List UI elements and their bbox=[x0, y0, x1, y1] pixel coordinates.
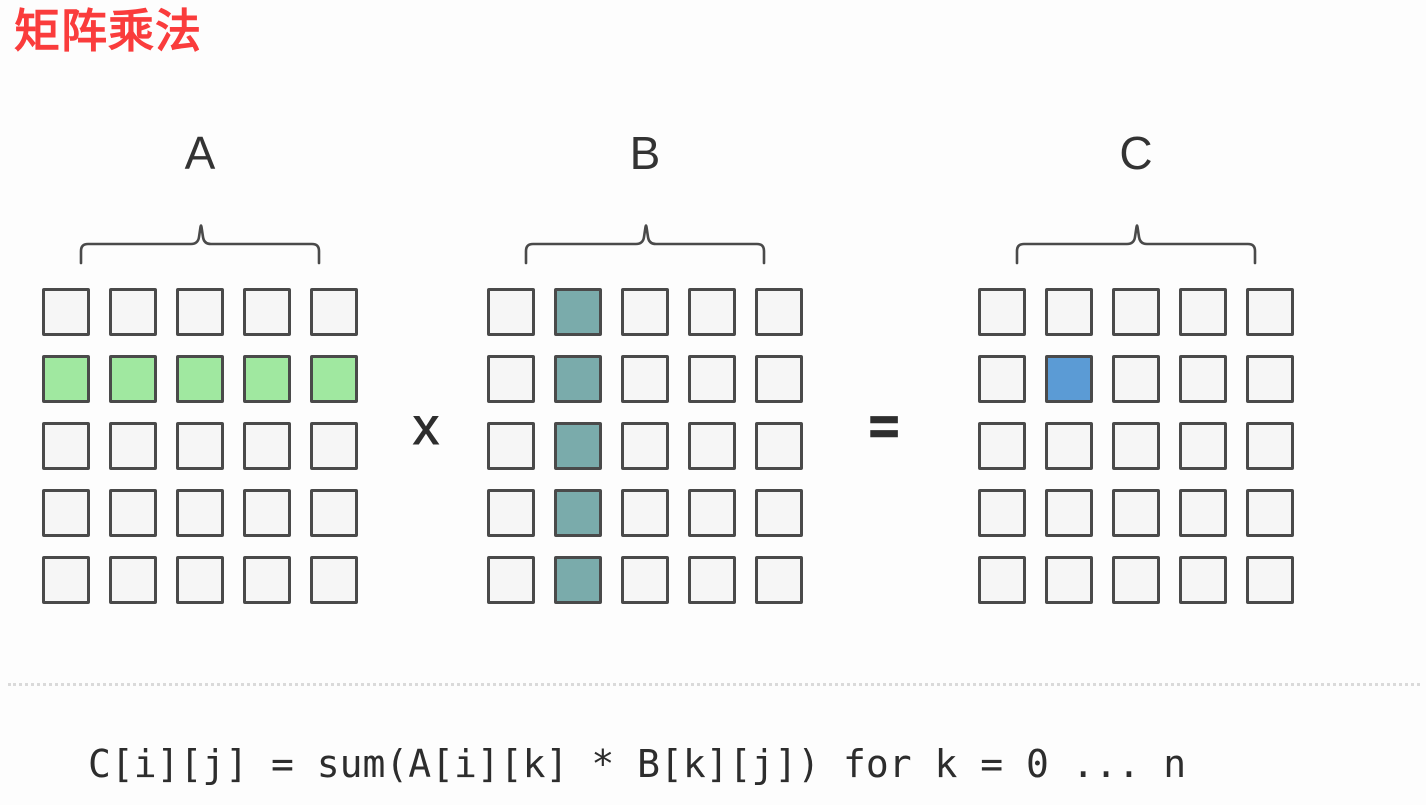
matrix-c-cell-r3c4 bbox=[1246, 489, 1294, 537]
formula-text: C[i][j] = sum(A[i][k] * B[k][j]) for k =… bbox=[88, 742, 1187, 786]
matrix-a-cell-r0c0 bbox=[42, 288, 90, 336]
matrix-c-cell-r4c1 bbox=[1045, 556, 1093, 604]
matrix-a-cell-r0c1 bbox=[109, 288, 157, 336]
matrix-c-label: C bbox=[1119, 127, 1153, 179]
matrix-a-label: A bbox=[184, 127, 216, 179]
matrix-c-cell-r4c0 bbox=[978, 556, 1026, 604]
matrix-b-cell-r0c4 bbox=[755, 288, 803, 336]
matrix-a-cell-r0c2 bbox=[176, 288, 224, 336]
matrix-c-cell-r3c2 bbox=[1112, 489, 1160, 537]
matrix-b-cell-r0c0 bbox=[487, 288, 535, 336]
matrix-a-cell-r2c0 bbox=[42, 422, 90, 470]
matrix-a-cell-r1c4 bbox=[310, 355, 358, 403]
matrix-b-cell-r0c2 bbox=[621, 288, 669, 336]
matrix-c-cell-r1c4 bbox=[1246, 355, 1294, 403]
page-title: 矩阵乘法 bbox=[14, 5, 202, 57]
matrix-a-cell-r4c1 bbox=[109, 556, 157, 604]
matrix-c-cell-r1c2 bbox=[1112, 355, 1160, 403]
matrix-a-group: A bbox=[42, 120, 358, 604]
matrix-c-cell-r2c1 bbox=[1045, 422, 1093, 470]
matrix-a-brace-icon bbox=[79, 224, 321, 265]
matrix-b-cell-r0c1 bbox=[554, 288, 602, 336]
matrix-b-cell-r1c2 bbox=[621, 355, 669, 403]
matrix-b-cell-r4c2 bbox=[621, 556, 669, 604]
matrix-b-cell-r2c1 bbox=[554, 422, 602, 470]
matrix-c-grid bbox=[978, 288, 1294, 604]
matrix-c-cell-r4c4 bbox=[1246, 556, 1294, 604]
matrix-b-cell-r4c0 bbox=[487, 556, 535, 604]
matrix-b-cell-r4c3 bbox=[688, 556, 736, 604]
matrix-c-cell-r0c1 bbox=[1045, 288, 1093, 336]
matrix-b-cell-r4c1 bbox=[554, 556, 602, 604]
matrix-c-cell-r1c3 bbox=[1179, 355, 1227, 403]
matrix-a-cell-r1c3 bbox=[243, 355, 291, 403]
matrix-a-cell-r4c3 bbox=[243, 556, 291, 604]
multiply-operator: x bbox=[413, 398, 440, 457]
matrix-c-cell-r3c1 bbox=[1045, 489, 1093, 537]
matrix-b-cell-r4c4 bbox=[755, 556, 803, 604]
dotted-separator bbox=[8, 683, 1420, 686]
matrix-a-grid bbox=[42, 288, 358, 604]
matrix-b-cell-r1c0 bbox=[487, 355, 535, 403]
matrix-b-brace-icon bbox=[524, 224, 766, 265]
matrix-a-cell-r3c4 bbox=[310, 489, 358, 537]
matrix-b-cell-r3c2 bbox=[621, 489, 669, 537]
matrix-a-cell-r3c3 bbox=[243, 489, 291, 537]
matrix-c-cell-r4c3 bbox=[1179, 556, 1227, 604]
matrix-c-cell-r3c0 bbox=[978, 489, 1026, 537]
matrix-b-cell-r3c0 bbox=[487, 489, 535, 537]
matrix-a-cell-r3c1 bbox=[109, 489, 157, 537]
matrix-c-cell-r0c3 bbox=[1179, 288, 1227, 336]
matrix-c-cell-r0c0 bbox=[978, 288, 1026, 336]
matrix-a-cell-r3c2 bbox=[176, 489, 224, 537]
matrix-b-group: B bbox=[487, 120, 803, 604]
matrix-a-cell-r2c2 bbox=[176, 422, 224, 470]
matrix-a-cell-r3c0 bbox=[42, 489, 90, 537]
matrix-a-cell-r2c1 bbox=[109, 422, 157, 470]
matrix-c-cell-r1c1 bbox=[1045, 355, 1093, 403]
matrix-c-cell-r2c4 bbox=[1246, 422, 1294, 470]
matrix-a-cell-r1c2 bbox=[176, 355, 224, 403]
matrix-b-cell-r2c3 bbox=[688, 422, 736, 470]
matrix-b-cell-r2c0 bbox=[487, 422, 535, 470]
matrix-b-cell-r0c3 bbox=[688, 288, 736, 336]
matrix-b-cell-r1c1 bbox=[554, 355, 602, 403]
matrix-c-cell-r0c4 bbox=[1246, 288, 1294, 336]
matrix-c-cell-r3c3 bbox=[1179, 489, 1227, 537]
matrix-b-cell-r2c4 bbox=[755, 422, 803, 470]
matrix-b-cell-r1c3 bbox=[688, 355, 736, 403]
equals-operator: = bbox=[868, 397, 900, 457]
matrix-c-brace-icon bbox=[1015, 224, 1257, 265]
matrix-c-cell-r2c3 bbox=[1179, 422, 1227, 470]
matrix-b-cell-r1c4 bbox=[755, 355, 803, 403]
matrix-a-cell-r4c0 bbox=[42, 556, 90, 604]
matrix-b-grid bbox=[487, 288, 803, 604]
matrix-b-cell-r2c2 bbox=[621, 422, 669, 470]
matrix-b-cell-r3c1 bbox=[554, 489, 602, 537]
matrix-a-cell-r1c0 bbox=[42, 355, 90, 403]
matrix-a-cell-r4c2 bbox=[176, 556, 224, 604]
matrix-c-cell-r4c2 bbox=[1112, 556, 1160, 604]
matrix-a-cell-r0c3 bbox=[243, 288, 291, 336]
matrix-c-cell-r2c2 bbox=[1112, 422, 1160, 470]
matrix-b-cell-r3c4 bbox=[755, 489, 803, 537]
matrix-a-cell-r0c4 bbox=[310, 288, 358, 336]
matrix-a-cell-r2c3 bbox=[243, 422, 291, 470]
matrix-a-cell-r4c4 bbox=[310, 556, 358, 604]
matrix-c-cell-r0c2 bbox=[1112, 288, 1160, 336]
matrix-c-group: C bbox=[978, 120, 1294, 604]
matrix-c-cell-r1c0 bbox=[978, 355, 1026, 403]
matrix-c-cell-r2c0 bbox=[978, 422, 1026, 470]
matrix-b-cell-r3c3 bbox=[688, 489, 736, 537]
matrix-a-cell-r1c1 bbox=[109, 355, 157, 403]
matrix-a-cell-r2c4 bbox=[310, 422, 358, 470]
matrix-b-label: B bbox=[629, 127, 661, 179]
